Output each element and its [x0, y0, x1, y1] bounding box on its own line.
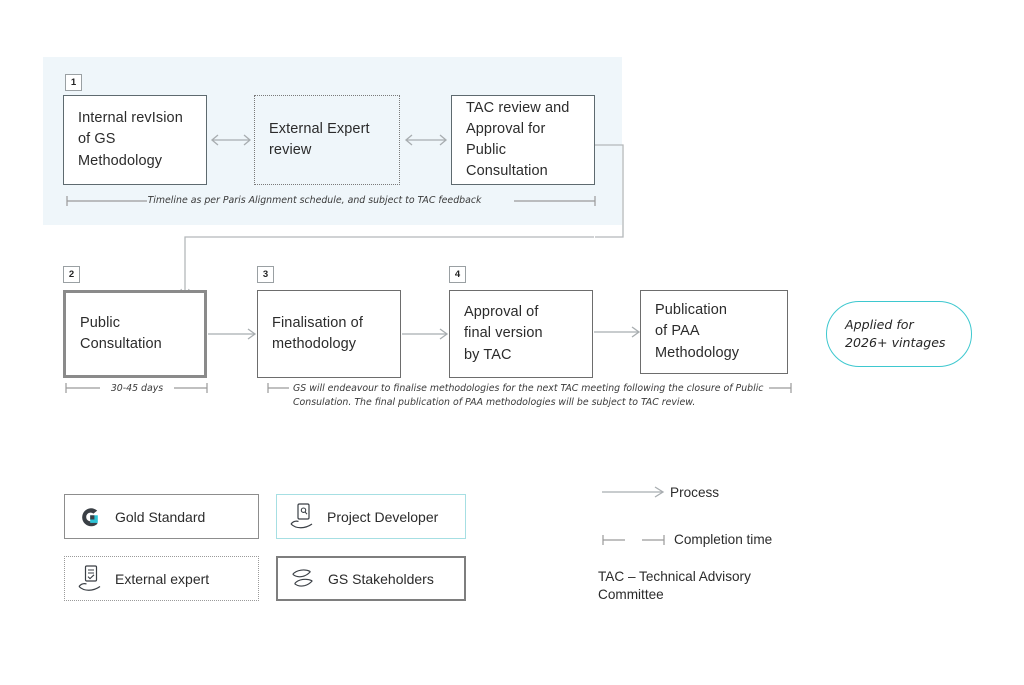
- box-external-expert-review-label: External Expert review: [269, 120, 370, 158]
- box-finalisation-of-methodology-label: Finalisation of methodology: [272, 314, 363, 352]
- connector-tac-to-public-consultation: [595, 144, 624, 238]
- box-approval-final-version[interactable]: Approval of final version by TAC: [449, 290, 593, 378]
- box-internal-revision[interactable]: Internal revIsion of GS Methodology: [63, 95, 207, 185]
- box-external-expert-review[interactable]: External Expert review: [254, 95, 400, 185]
- hand-checklist-icon: [78, 564, 101, 591]
- vintage-note-pill: Applied for 2026+ vintages: [826, 301, 972, 367]
- box-publication-paa-methodology-label: Publication of PAA Methodology: [655, 302, 740, 361]
- arrow-consultation-to-finalisation-icon: [208, 328, 257, 340]
- box-tac-review-approval-label: TAC review and Approval for Public Consu…: [466, 99, 570, 180]
- legend-key-gs-stakeholders-label: GS Stakeholders: [328, 570, 434, 587]
- legend-key-external-expert[interactable]: External expert: [64, 556, 259, 601]
- step-chip-2: 2: [63, 266, 80, 283]
- step-chip-1: 1: [65, 74, 82, 91]
- legend-key-gold-standard[interactable]: Gold Standard: [64, 494, 259, 539]
- legend-arrow-right-icon: [602, 486, 665, 498]
- legend-key-gs-stakeholders[interactable]: GS Stakeholders: [276, 556, 466, 601]
- legend-process-label: Process: [670, 485, 720, 500]
- phase-1-timeline-caption: Timeline as per Paris Alignment schedule…: [147, 195, 482, 206]
- legend-measure-bar-icon: [602, 535, 665, 545]
- box-finalisation-of-methodology[interactable]: Finalisation of methodology: [257, 290, 401, 378]
- vintage-note-label: Applied for 2026+ vintages: [845, 316, 946, 350]
- arrow-approval-to-publication-icon: [594, 326, 641, 338]
- two-hands-icon: [292, 568, 313, 587]
- consultation-duration-caption: 30-45 days: [110, 383, 164, 394]
- double-arrow-external-tac-icon: [404, 134, 448, 146]
- legend-tac-abbreviation: TAC – Technical Advisory Committee: [598, 569, 751, 603]
- box-approval-final-version-label: Approval of final version by TAC: [464, 304, 543, 363]
- gold-standard-logo-icon: [82, 507, 98, 526]
- arrow-finalisation-to-approval-icon: [402, 328, 449, 340]
- legend-completion-time-label: Completion time: [674, 532, 773, 547]
- phase-1-timeline-measure-icon: [66, 196, 596, 206]
- step-chip-4: 4: [449, 266, 466, 283]
- legend-key-gold-standard-label: Gold Standard: [115, 508, 206, 525]
- legend-key-external-expert-label: External expert: [115, 570, 210, 587]
- box-publication-paa-methodology[interactable]: Publication of PAA Methodology: [640, 290, 788, 374]
- double-arrow-internal-external-icon: [210, 134, 252, 146]
- box-public-consultation-label: Public Consultation: [80, 314, 162, 352]
- hand-document-icon: [290, 502, 313, 528]
- box-public-consultation[interactable]: Public Consultation: [63, 290, 207, 378]
- box-tac-review-approval[interactable]: TAC review and Approval for Public Consu…: [451, 95, 595, 185]
- legend-key-project-developer-label: Project Developer: [327, 508, 439, 525]
- finalisation-measure-icon: [267, 383, 792, 393]
- finalisation-caption: GS will endeavour to finalise methodolog…: [293, 383, 764, 408]
- box-internal-revision-label: Internal revIsion of GS Methodology: [78, 110, 183, 169]
- consultation-duration-measure-icon: [65, 383, 208, 393]
- legend-key-project-developer[interactable]: Project Developer: [276, 494, 466, 539]
- step-chip-3: 3: [257, 266, 274, 283]
